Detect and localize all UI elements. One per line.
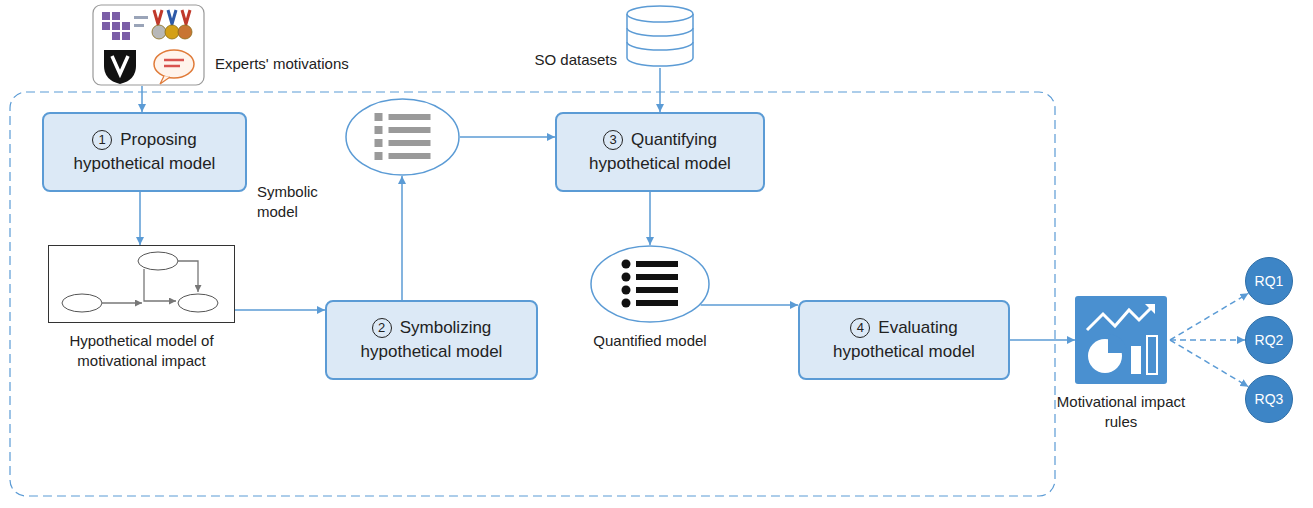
flow-arrow	[141, 86, 143, 112]
flow-arrow	[1170, 339, 1245, 341]
rules-icon: Motivational impact rules	[1075, 296, 1167, 384]
node-caption: Quantified model	[570, 331, 730, 351]
rq-label: RQ1	[1255, 273, 1284, 289]
database-node: SO datasets	[625, 4, 695, 68]
process-label: Evaluating hypothetical model	[833, 318, 975, 361]
node-figure	[590, 245, 710, 323]
process-box: 3Quantifying hypothetical model	[555, 112, 765, 192]
node-caption: Experts' motivations	[215, 54, 349, 74]
flow-arrow	[139, 192, 141, 245]
node-caption: Hypothetical model of motivational impac…	[48, 331, 235, 370]
flow-arrow	[235, 309, 325, 311]
step-number: 3	[603, 130, 623, 150]
node-figure	[345, 98, 460, 176]
step-number: 1	[92, 130, 112, 150]
step-number: 2	[372, 318, 392, 338]
node-figure	[1075, 296, 1167, 384]
flow-arrow	[649, 192, 651, 245]
flow-arrow	[1170, 293, 1248, 340]
node-caption: SO datasets	[534, 50, 617, 70]
dashed-frame	[10, 92, 1055, 496]
process-label: Proposing hypothetical model	[74, 130, 216, 173]
model-figure: Hypothetical model of motivational impac…	[48, 245, 235, 323]
flow-arrow	[1010, 339, 1075, 341]
step-number: 4	[850, 318, 870, 338]
flow-arrow	[460, 136, 555, 138]
node-caption: Symbolic model	[257, 182, 337, 221]
flow-arrow	[1170, 340, 1248, 387]
box-content: 1Proposing hypothetical model	[49, 124, 241, 180]
node-figure	[48, 245, 235, 323]
process-box: 1Proposing hypothetical model	[42, 112, 247, 192]
node-caption: Motivational impact rules	[1056, 392, 1186, 431]
model-ellipse: Symbolic model	[345, 98, 460, 176]
process-box: 4Evaluating hypothetical model	[798, 300, 1010, 380]
rq-label: RQ2	[1255, 332, 1284, 348]
flow-arrow	[659, 68, 661, 112]
box-content: 2Symbolizing hypothetical model	[336, 312, 528, 368]
flow-arrow	[401, 176, 403, 300]
model-ellipse: Quantified model	[590, 245, 710, 323]
process-box: 2Symbolizing hypothetical model	[325, 300, 538, 380]
rq-circle: RQ1	[1245, 257, 1293, 305]
icon-node: Experts' motivations	[92, 4, 205, 86]
box-content: 3Quantifying hypothetical model	[564, 124, 756, 180]
rq-label: RQ3	[1255, 391, 1284, 407]
box-content: 4Evaluating hypothetical model	[808, 312, 1000, 368]
node-figure	[92, 4, 205, 86]
rq-circle: RQ2	[1245, 316, 1293, 364]
rq-circle: RQ3	[1245, 375, 1293, 423]
flow-arrow	[701, 304, 798, 306]
node-figure	[625, 4, 695, 68]
